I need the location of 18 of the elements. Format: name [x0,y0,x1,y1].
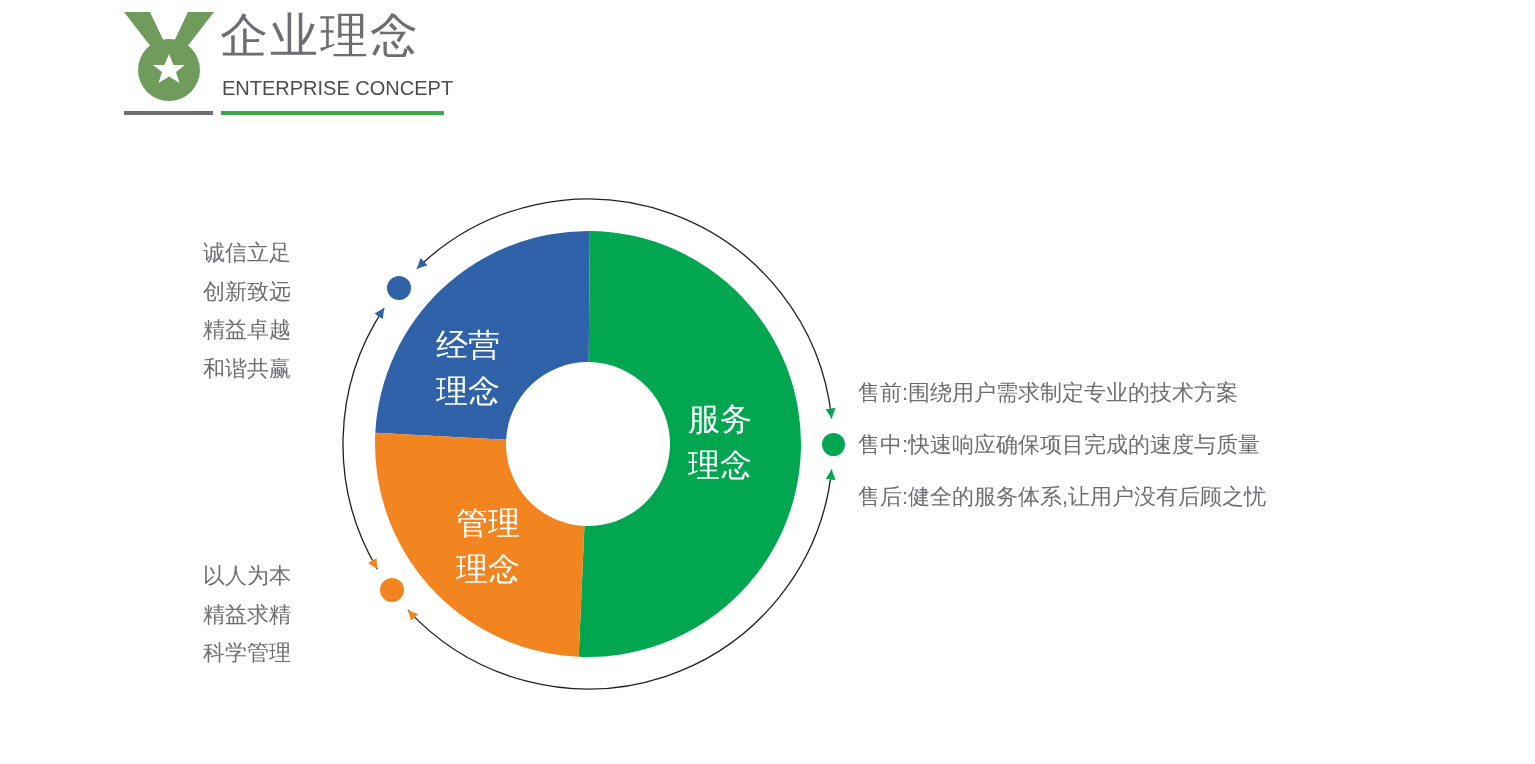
title: 企业理念 [220,8,420,64]
arrow [416,198,835,420]
concept-text: 创新致远 [203,277,291,306]
segment-label: 经营理念 [436,326,501,411]
concept-text: 精益卓越 [203,316,291,344]
concept-text: 售后:健全的服务体系,让用户没有后顾之忧 [858,483,1267,511]
segment-label: 服务理念 [688,400,753,485]
concept-text: 精益求精 [203,600,291,629]
concept-text: 售前:围绕用户需求制定专业的技术方案 [858,379,1239,407]
concept-text: 科学管理 [203,639,291,667]
concept-text: 和谐共赢 [203,354,291,383]
segment-label: 管理理念 [456,504,521,589]
arrow [407,468,835,690]
arrow [342,307,385,570]
concept-text: 诚信立足 [203,239,291,267]
concept-text: 售中:快速响应确保项目完成的速度与质量 [858,431,1261,459]
subtitle: ENTERPRISE CONCEPT [222,76,454,101]
concept-text: 以人为本 [203,562,291,590]
